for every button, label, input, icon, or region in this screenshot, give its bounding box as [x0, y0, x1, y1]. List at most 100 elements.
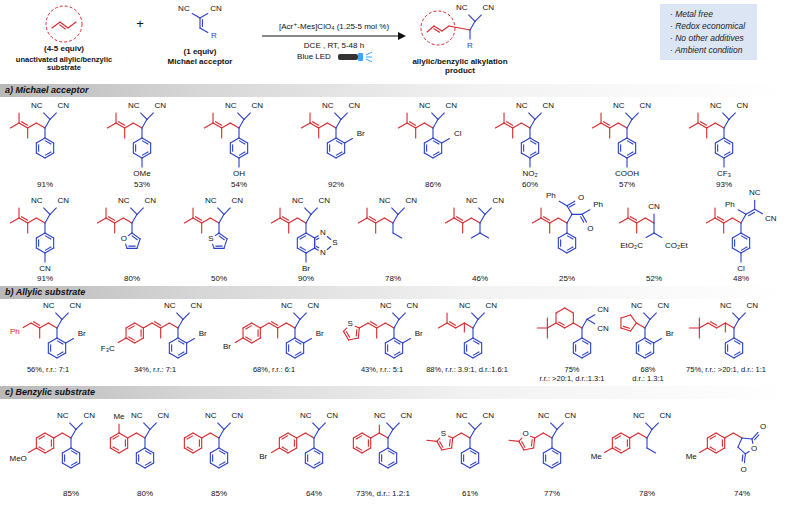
bond-line [57, 338, 66, 343]
bond-line [566, 223, 567, 233]
bond-line [271, 218, 280, 223]
bond-line [463, 455, 464, 461]
bond-line [445, 218, 454, 223]
bond-line [38, 240, 39, 246]
yield-label: 56%, r.r.: 7:1 [27, 366, 69, 374]
bond-line [637, 218, 646, 223]
bond-line [453, 433, 462, 438]
bond-line [630, 323, 636, 331]
yield-label: 77% [544, 490, 560, 499]
bond-line [626, 158, 627, 167]
yield-label: 88%, r.r.: 3.9:1, d.r.:1.6:1 [426, 366, 508, 374]
bond-line [521, 143, 522, 153]
bond-line [322, 453, 323, 463]
bond-line [160, 328, 161, 338]
bond-line [147, 113, 153, 119]
bond-line [44, 128, 45, 138]
bond-line [38, 145, 39, 151]
bond-line [433, 152, 439, 155]
bond-line [559, 201, 567, 206]
bond-line [645, 319, 650, 328]
led-lamp [358, 53, 363, 61]
atom-label: NC [300, 412, 312, 421]
bond-line [573, 353, 582, 358]
bond-line [618, 153, 627, 158]
bond-line [555, 313, 556, 323]
bond-line [472, 313, 478, 319]
bond-line [71, 429, 76, 438]
section-header: b) Allylic substrate [0, 286, 790, 299]
bond-line [627, 141, 633, 144]
bond-line [432, 128, 433, 138]
bond-line [202, 20, 203, 27]
bond-line [109, 217, 115, 221]
section-title: c) Benzylic substrate [0, 386, 790, 399]
bond-line [464, 323, 465, 332]
bond-line [212, 113, 213, 123]
bond-line [288, 448, 297, 453]
bond-line [587, 319, 595, 324]
bond-line [717, 323, 726, 328]
bond-line [127, 438, 128, 448]
bond-line [388, 463, 397, 468]
bond-line [204, 123, 213, 128]
bond-line [358, 328, 359, 338]
bond-line [141, 158, 142, 167]
bond-line [52, 22, 60, 28]
bond-line [524, 448, 534, 450]
bond-line [53, 143, 54, 153]
bond-line [210, 453, 211, 463]
bond-line [133, 143, 134, 153]
bond-line [573, 323, 582, 328]
bond-line [654, 339, 662, 344]
bond-line [184, 218, 193, 223]
yield-label: 85% [63, 490, 79, 499]
bond-line [178, 341, 184, 344]
bond-line [169, 323, 178, 328]
bond-line [34, 322, 40, 326]
bond-line [744, 454, 746, 463]
bond-line [368, 440, 369, 446]
atom-label: NC [749, 189, 761, 198]
bond-line [129, 337, 135, 340]
bond-line [734, 338, 743, 343]
bond-line [105, 208, 106, 218]
substrate-circle [46, 6, 82, 42]
bond-line [559, 322, 565, 325]
bond-line [530, 141, 536, 144]
bond-line [295, 352, 301, 355]
bond-line [406, 113, 407, 123]
bond-line [470, 463, 479, 468]
bond-line [725, 323, 734, 328]
bond-line [178, 352, 184, 355]
bond-line [242, 328, 243, 338]
atom-label: CN [318, 197, 330, 206]
bond-line [336, 141, 342, 144]
bond-line [252, 338, 261, 343]
bond-line [119, 433, 128, 438]
bond-line [461, 453, 462, 463]
bond-line [449, 436, 453, 438]
bond-line [732, 248, 741, 253]
bond-line [119, 122, 125, 126]
bond-line [379, 448, 388, 453]
section-title: a) Michael acceptor [0, 84, 790, 97]
atom-label: R [467, 42, 473, 51]
bond-line [452, 438, 453, 448]
bond-line [573, 313, 574, 323]
bond-line [519, 438, 522, 441]
atom-label: CN [648, 203, 660, 212]
bond-line [627, 152, 633, 155]
atom-label: CO₂Et [665, 242, 688, 251]
bond-line [748, 212, 754, 216]
bond-line [304, 339, 312, 344]
bond-line [653, 223, 654, 233]
bond-line [470, 448, 479, 453]
bond-line [485, 208, 491, 214]
bond-line [178, 338, 187, 343]
bond-line [701, 122, 707, 126]
atom-label: CN [57, 197, 69, 206]
bond-line [567, 248, 576, 253]
bond-line [294, 440, 295, 446]
bond-line [645, 352, 651, 355]
